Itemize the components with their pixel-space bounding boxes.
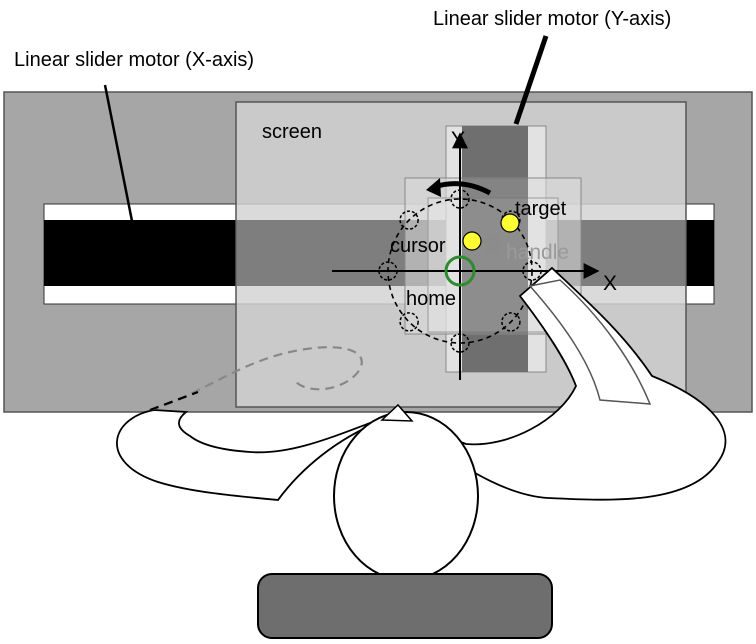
motor-y-pointer	[513, 35, 549, 125]
motor-y-label: Linear slider motor (Y-axis)	[433, 8, 671, 30]
dashed-circle-icon	[450, 333, 470, 353]
handle-label: handle	[506, 241, 569, 264]
x-axis-label: X	[603, 272, 617, 295]
cursor-dot	[462, 231, 482, 251]
left-arm-path	[149, 390, 199, 412]
y-axis-label: Y	[451, 128, 465, 151]
chin-rest-pad	[257, 573, 553, 639]
home-marker	[444, 255, 476, 287]
dashed-circle-icon	[399, 210, 419, 230]
target-markers	[378, 189, 542, 353]
target-circle	[387, 198, 533, 344]
y-axis-slider-track-overlay	[462, 178, 528, 334]
participant-nose	[380, 403, 414, 422]
target-dot	[500, 213, 520, 233]
right-arm-on-screen	[528, 279, 652, 405]
curved-arrow-head	[426, 178, 441, 197]
dashed-circle-icon	[378, 261, 398, 281]
screen-label: screen	[262, 121, 322, 143]
dashed-circle-icon	[501, 210, 521, 230]
left-arm-path-hidden	[149, 346, 363, 412]
motor-x-pointer	[103, 84, 134, 222]
dashed-circle-icon	[501, 312, 521, 332]
participant-head	[333, 411, 479, 581]
dashed-circle-icon	[399, 312, 419, 332]
cursor-label: cursor	[390, 235, 446, 257]
dashed-circle-icon	[522, 261, 542, 281]
handle	[482, 234, 502, 254]
target-label: target	[515, 198, 567, 220]
home-label: home	[406, 288, 456, 310]
dashed-circle-icon	[450, 189, 470, 209]
motor-x-label: Linear slider motor (X-axis)	[14, 49, 254, 71]
